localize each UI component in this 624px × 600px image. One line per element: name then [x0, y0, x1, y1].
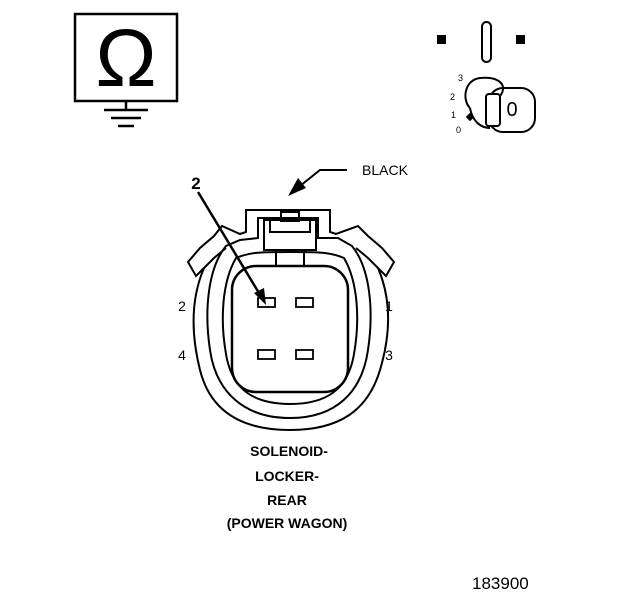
wire-color-callout: BLACK — [288, 162, 409, 196]
connector-lock-detail — [269, 220, 311, 233]
caption-line-3: REAR — [267, 492, 307, 508]
ignition-position-1: 1 — [451, 110, 456, 120]
ignition-key-label: 0 — [506, 99, 517, 121]
disconnect-icon — [437, 21, 525, 63]
pin-label-2: 2 — [178, 298, 186, 314]
pin-1-terminal — [295, 297, 314, 308]
caption-line-4: (POWER WAGON) — [227, 515, 348, 531]
ignition-position-0: 0 — [456, 125, 461, 135]
ignition-position-3: 3 — [458, 73, 463, 83]
connector-lock-tab — [263, 219, 317, 251]
pin-4-terminal — [257, 349, 276, 360]
pin-callout: 2 — [191, 174, 266, 305]
component-caption: SOLENOID- LOCKER- REAR (POWER WAGON) — [227, 443, 348, 531]
connector-outer-housing — [186, 209, 396, 432]
pin-callout-number: 2 — [191, 174, 200, 193]
ignition-key-icon: 0 3 2 1 0 — [450, 73, 536, 135]
ignition-position-2: 2 — [450, 92, 455, 102]
connector-lock-nub — [280, 211, 300, 222]
ground-icon — [104, 101, 148, 128]
caption-line-2: LOCKER- — [255, 468, 319, 484]
pin-label-1: 1 — [385, 298, 393, 314]
pin-label-4: 4 — [178, 347, 186, 363]
pin-label-3: 3 — [385, 347, 393, 363]
wire-color-label: BLACK — [362, 162, 409, 178]
ohm-symbol-icon: Ω — [95, 13, 156, 104]
figure-id: 183900 — [472, 574, 529, 593]
pin-2-terminal — [257, 297, 276, 308]
connector-face — [230, 264, 350, 394]
pin-3-terminal — [295, 349, 314, 360]
caption-line-1: SOLENOID- — [250, 443, 328, 459]
connector: 2 1 4 3 — [178, 209, 396, 432]
ohmmeter-symbol: Ω — [73, 12, 179, 128]
connector-mid-housing — [206, 217, 372, 420]
connector-inner-housing — [221, 251, 359, 406]
